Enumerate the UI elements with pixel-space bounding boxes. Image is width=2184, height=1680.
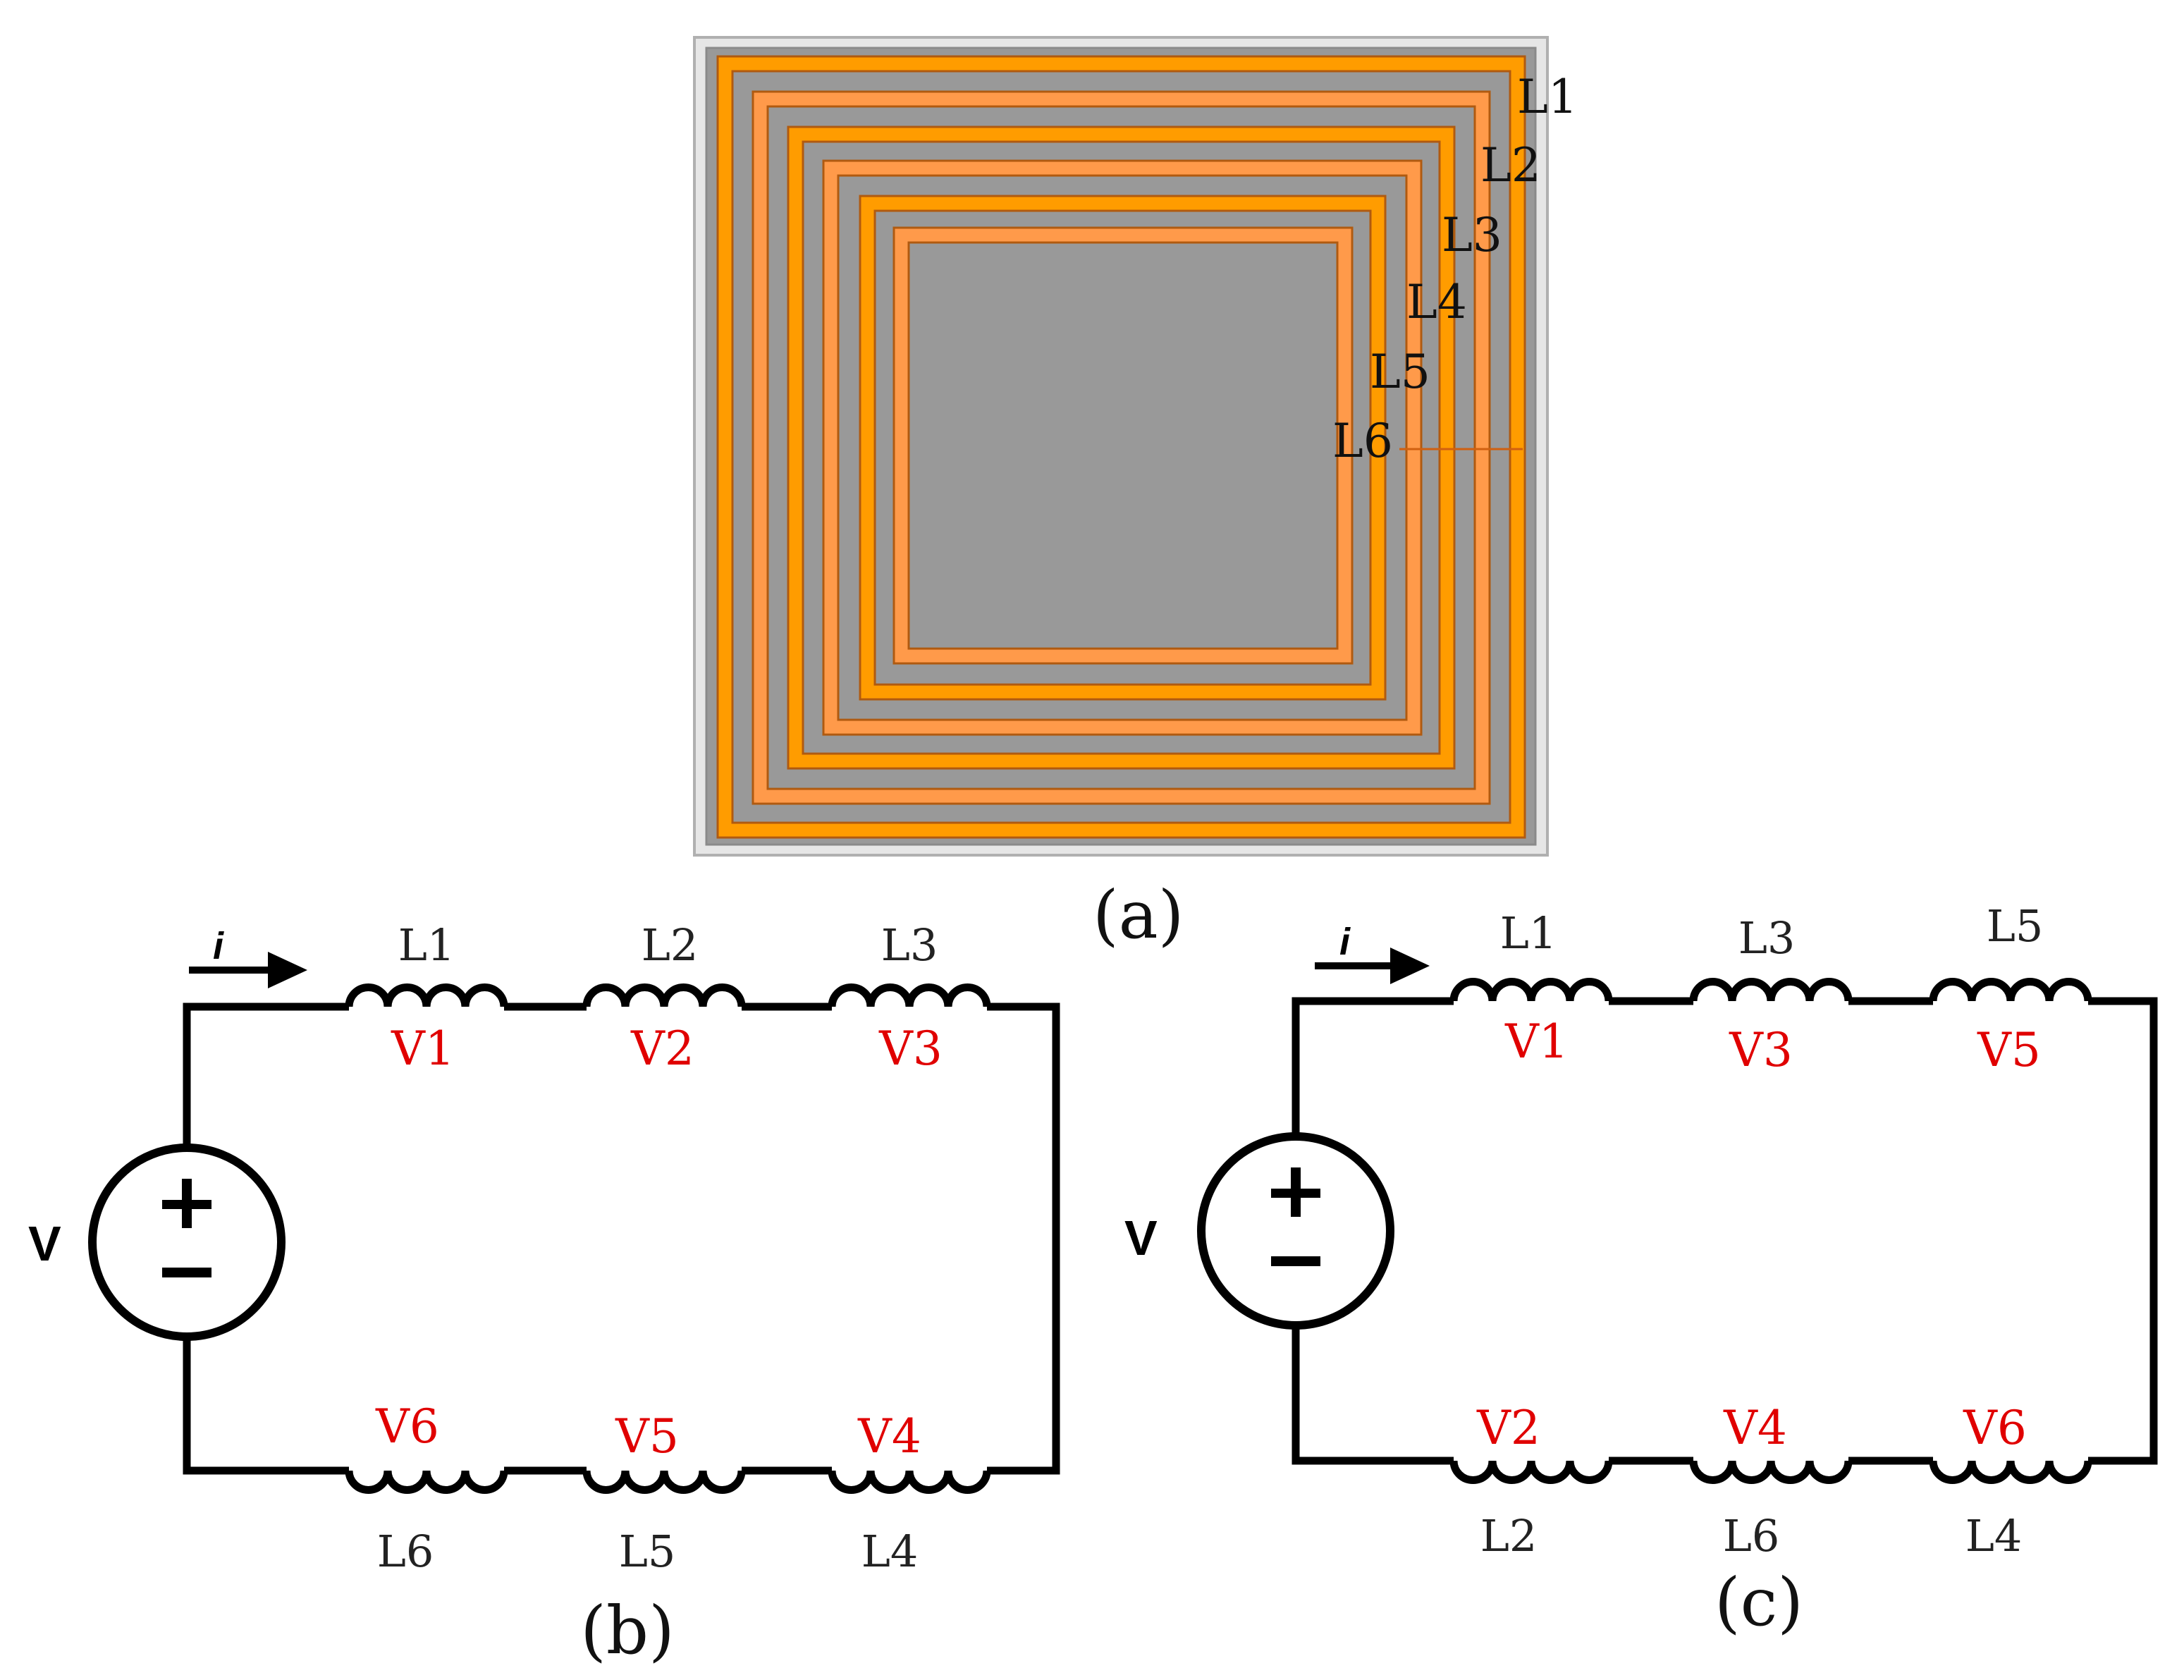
- circuit-c-voltage-source: [1197, 1132, 1394, 1330]
- circuit-c-inductor-1: [1449, 978, 1613, 1002]
- coil-label-l1: L1: [1517, 70, 1578, 124]
- circuit-b-wire-left-bottom: [183, 1331, 349, 1475]
- circuit-c-inductor-5: [1929, 978, 2092, 1002]
- circuit-c-top-inductor-label-3: L5: [1987, 900, 2044, 952]
- circuit-c-current-label: i: [1339, 921, 1351, 963]
- coil-label-l4: L4: [1406, 275, 1467, 329]
- circuit-b-bottom-voltage-label-3: V4: [857, 1409, 921, 1464]
- circuit-b-bottom-inductor-label-1: L6: [377, 1526, 434, 1577]
- circuit-b-top-inductor-label-1: L1: [398, 919, 455, 971]
- circuit-b-wire-left-top: [183, 1003, 349, 1153]
- circuit-c-top-inductor-label-2: L3: [1738, 912, 1796, 964]
- circuit-b-plus-icon: [162, 1179, 211, 1228]
- circuit-b-top-inductor-label-2: L2: [642, 919, 699, 971]
- circuit-b-inductor-3: [828, 983, 991, 1007]
- circuit-c: V i L1 L3 L5 V1 V3 V5 V2 V4 V6 L2 L6 L4 …: [1124, 900, 2158, 1641]
- circuit-c-inductor-6: [1689, 1460, 1853, 1484]
- circuit-b-top-voltage-label-1: V1: [391, 1022, 455, 1076]
- circuit-c-wire-right: [2088, 997, 2158, 1465]
- circuit-b-inductor-4: [828, 1470, 991, 1494]
- circuit-c-plus-icon: [1271, 1167, 1320, 1217]
- coil-label-l2: L2: [1480, 138, 1541, 192]
- circuit-c-current-arrow-icon: [1315, 948, 1430, 984]
- coil-label-l3: L3: [1442, 208, 1502, 262]
- circuit-c-bottom-voltage-label-3: V6: [1963, 1401, 2027, 1455]
- circuit-b-bottom-inductor-label-2: L5: [619, 1526, 676, 1577]
- circuit-b-minus-icon: [162, 1268, 211, 1277]
- circuit-b-inductor-6: [345, 1470, 508, 1494]
- coil-gap-6: [907, 241, 1339, 650]
- coil-label-l6: L6: [1332, 414, 1393, 468]
- circuit-b-current-arrow-icon: [189, 952, 307, 988]
- circuit-c-bottom-inductor-label-1: L2: [1480, 1510, 1538, 1562]
- circuit-c-wire-left-bottom: [1292, 1318, 1454, 1465]
- circuit-c-top-voltage-label-1: V1: [1504, 1014, 1569, 1069]
- circuit-b-top-inductor-label-3: L3: [881, 919, 938, 971]
- circuit-b-current-label: i: [213, 925, 224, 967]
- circuit-c-bottom-voltage-label-2: V4: [1723, 1401, 1787, 1455]
- circuit-c-bottom-voltage-label-1: V2: [1476, 1401, 1540, 1455]
- circuit-b-bottom-inductor-label-3: L4: [861, 1526, 919, 1577]
- circuit-b-inductor-5: [582, 1470, 746, 1494]
- coil-turns: [716, 55, 1526, 839]
- caption-c: (c): [1714, 1564, 1803, 1641]
- caption-a: (a): [1093, 877, 1184, 954]
- circuit-c-top-voltage-label-3: V5: [1977, 1023, 2041, 1077]
- circuit-b-inductor-2: [582, 983, 746, 1007]
- circuit-b-voltage-source: [88, 1143, 286, 1341]
- circuit-c-source-label: V: [1124, 1210, 1158, 1265]
- circuit-b-wire-right: [987, 1003, 1060, 1475]
- circuit-b-top-voltage-label-2: V2: [630, 1022, 694, 1076]
- circuit-c-bottom-inductor-label-3: L4: [1965, 1510, 2023, 1562]
- circuit-b: V i L1 L2 L3 V1 V2 V3 V6 V5 V4 L6 L5 L4 …: [28, 919, 1060, 1669]
- caption-b: (b): [580, 1593, 675, 1669]
- planar-coil: [693, 36, 1549, 857]
- circuit-b-bottom-voltage-label-2: V5: [615, 1409, 679, 1464]
- circuit-c-minus-icon: [1271, 1256, 1320, 1266]
- circuit-b-inductor-1: [345, 983, 508, 1007]
- coil-label-l5: L5: [1370, 345, 1430, 399]
- circuit-c-inductor-2: [1449, 1460, 1613, 1484]
- circuit-b-bottom-voltage-label-1: V6: [375, 1399, 439, 1454]
- circuit-b-top-voltage-label-3: V3: [878, 1022, 943, 1076]
- circuit-c-inductor-3: [1689, 978, 1853, 1002]
- circuit-c-top-inductor-label-1: L1: [1500, 907, 1557, 959]
- circuit-b-source-label: V: [28, 1216, 61, 1271]
- circuit-c-bottom-inductor-label-2: L6: [1723, 1510, 1780, 1562]
- circuit-c-top-voltage-label-2: V3: [1729, 1023, 1793, 1077]
- circuit-c-wire-left-top: [1292, 997, 1454, 1143]
- circuit-c-inductor-4: [1929, 1460, 2092, 1484]
